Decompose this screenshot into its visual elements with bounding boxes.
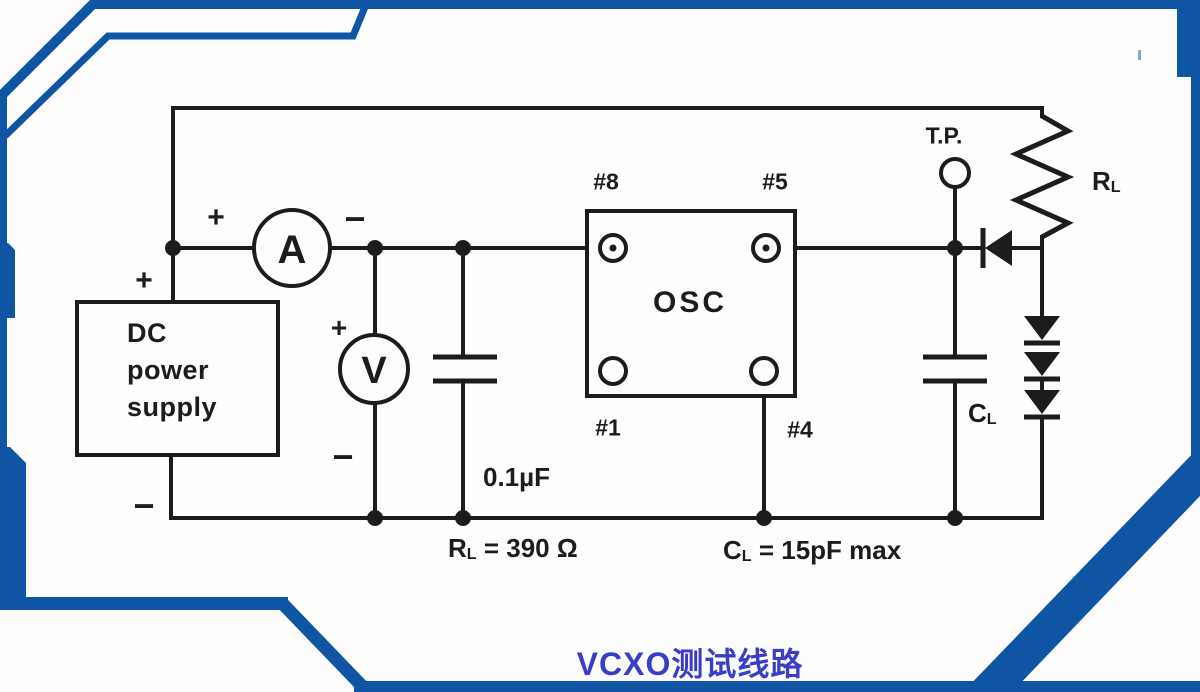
rl-value-rest: = 390 Ω [476,533,578,563]
test-point-circle [939,157,971,189]
frame-top-bar [90,0,1200,9]
cl-value-label: CL = 15pF max [723,537,901,564]
dc-supply-line2: power [127,355,210,385]
pin4-label: #4 [787,416,813,443]
frame-right-strip [1191,70,1200,472]
scan-artifact [1138,50,1141,60]
dc-supply-line3: supply [127,392,218,422]
dc-minus-sign: − [133,485,155,526]
frame-bottom-bar-left [0,597,288,610]
series-diode [980,228,1012,268]
frame-right-wide [1177,0,1200,77]
ammeter-plus-sign: + [207,201,225,234]
frame-left-notch [0,243,15,318]
osc-pin4-circle [749,356,779,386]
frame-bottomright-band [963,446,1200,692]
voltmeter-circle [338,333,410,405]
rl-value-main: R [448,533,467,563]
cl-label-main: C [968,398,987,428]
osc-pin1-circle [598,356,628,386]
diode-string [1024,316,1060,420]
cl-value-rest: = 15pF max [751,535,902,565]
bypass-capacitor [433,354,497,384]
osc-label: OSC [652,286,728,319]
frame-topleft-outer-diagonal [0,0,99,98]
rl-label-main: R [1092,166,1111,196]
rl-label-sub: L [1110,177,1121,196]
cl-label: CL [968,400,997,427]
dc-supply-label: DC power supply [127,315,217,426]
cl-capacitor [923,354,987,384]
rl-value-sub: L [466,544,477,563]
test-point-label: T.P. [925,122,963,149]
rl-value-label: RL = 390 Ω [448,535,578,562]
osc-pin5-dot [762,244,770,252]
frame-bottomleft-diagonal [277,598,367,691]
cl-value-main: C [723,535,742,565]
pin1-label: #1 [595,414,621,441]
cl-value-sub: L [741,546,752,565]
pin8-label: #8 [593,168,619,195]
voltmeter-plus-sign: + [330,312,348,343]
frame-topleft-inner-line [2,5,369,139]
ammeter-label: A [277,228,307,272]
osc-pin8-dot [609,244,617,252]
rl-label: RL [1092,168,1121,195]
dc-supply-box [75,300,280,457]
frame-bottomleft-wedge [0,447,26,610]
dc-supply-line1: DC [127,318,167,348]
junction-dots [165,240,963,526]
circuit-components [75,113,1075,526]
page-title: VCXO测试线路 [576,646,804,682]
voltmeter-label: V [361,350,387,392]
ammeter-minus-sign: − [344,198,366,239]
pin5-label: #5 [762,168,788,195]
cap-value-label: 0.1µF [483,462,551,492]
ammeter-circle [252,208,332,288]
voltmeter-minus-sign: − [332,436,354,477]
cl-label-sub: L [986,409,997,428]
dc-plus-sign: + [135,264,153,297]
frame-bottom-bar [354,681,1200,692]
rl-resistor-zigzag [1009,113,1075,240]
